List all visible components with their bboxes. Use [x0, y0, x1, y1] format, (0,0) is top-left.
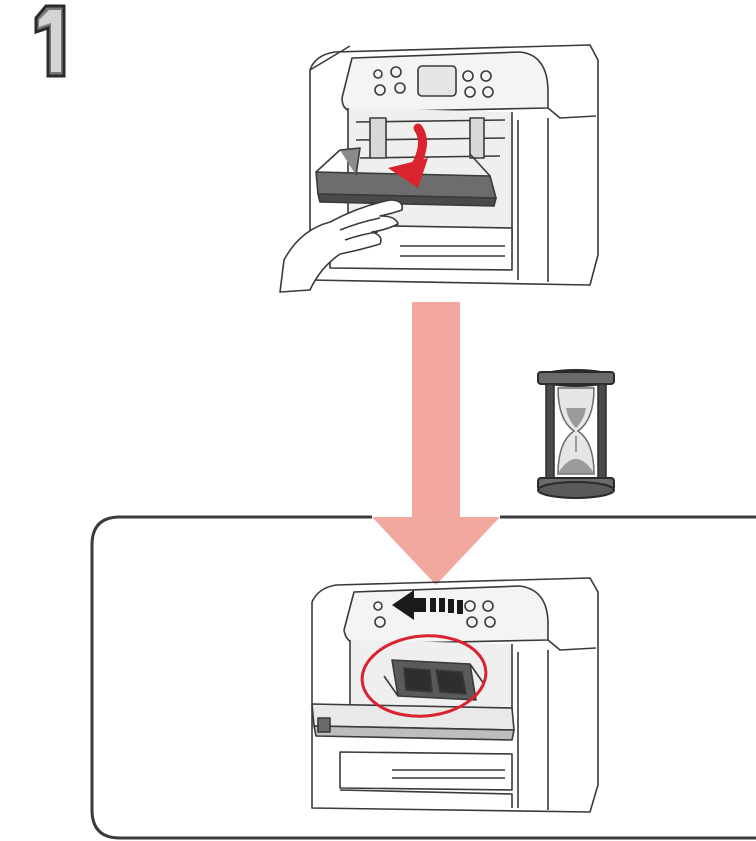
printer-top-illustration [280, 45, 598, 292]
large-down-arrow-icon [372, 302, 500, 585]
printer-bottom-illustration [312, 578, 598, 812]
hourglass-icon [538, 370, 614, 498]
